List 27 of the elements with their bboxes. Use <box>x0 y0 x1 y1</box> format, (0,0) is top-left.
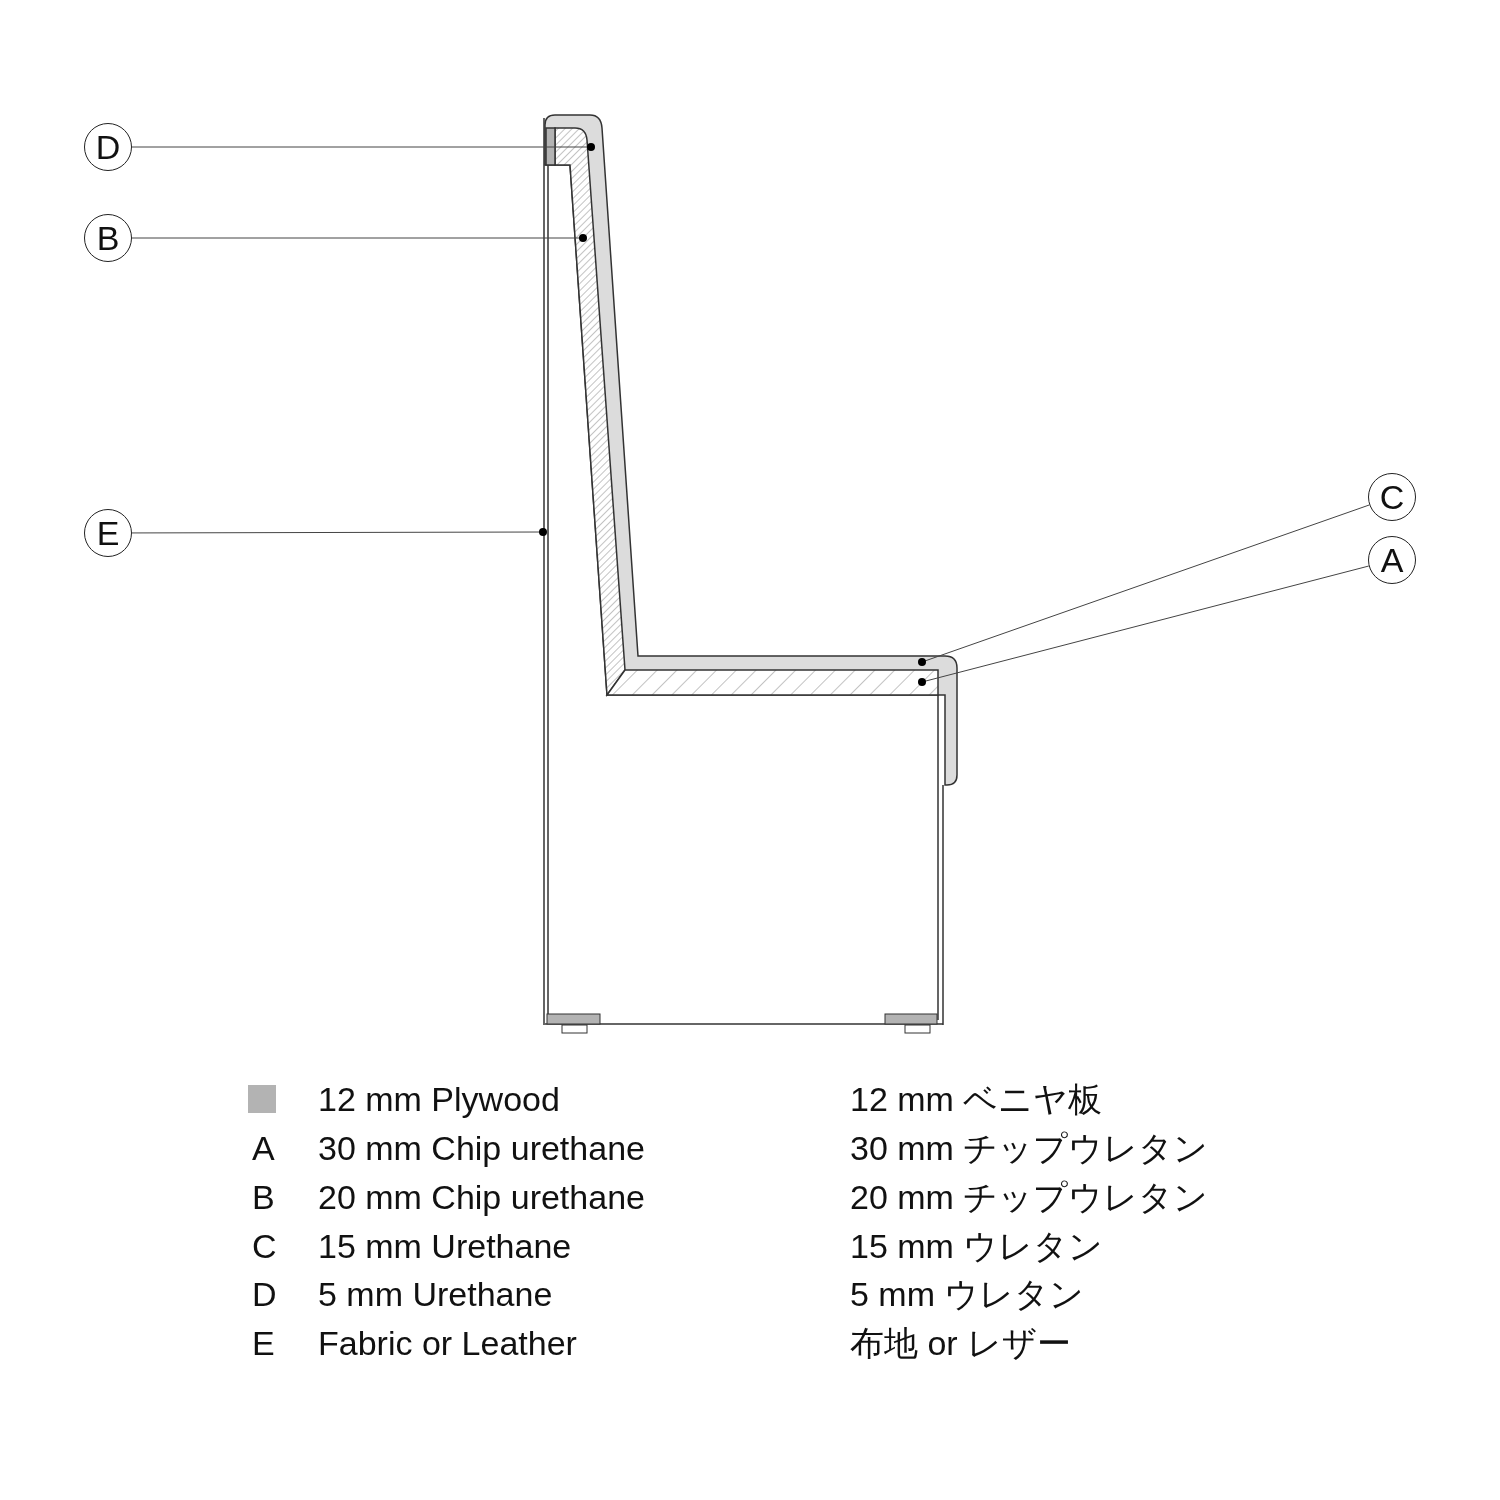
leader-line <box>918 504 1370 666</box>
callout-letter: B <box>84 214 132 262</box>
table-text: Fabric or Leather <box>318 1323 577 1363</box>
table-text: 12 mm ベニヤ板 <box>850 1079 1103 1119</box>
table-text: 30 mm Chip urethane <box>318 1128 645 1168</box>
callout-letter: C <box>1368 473 1416 521</box>
table-text: E <box>252 1323 275 1363</box>
leader-line <box>918 565 1370 686</box>
table-text: C <box>252 1226 277 1266</box>
table-text: 15 mm Urethane <box>318 1226 572 1266</box>
callout-letter: A <box>1368 536 1416 584</box>
table-text: 30 mm チップウレタン <box>850 1128 1209 1168</box>
table-text: 20 mm チップウレタン <box>850 1177 1209 1217</box>
table-text: 20 mm Chip urethane <box>318 1177 645 1217</box>
table-text: A <box>252 1128 275 1168</box>
table-text: D <box>252 1274 277 1314</box>
table-text: 5 mm Urethane <box>318 1274 553 1314</box>
callout-letter: D <box>84 123 132 171</box>
table-text: 15 mm ウレタン <box>850 1226 1104 1266</box>
callout-letter: E <box>84 509 132 557</box>
leader-line <box>131 143 595 151</box>
legend-label: 12 mm Plywood <box>318 1079 560 1119</box>
table-text: B <box>252 1177 275 1217</box>
table-text: 5 mm ウレタン <box>850 1274 1085 1314</box>
leader-line <box>131 234 587 242</box>
leader-line <box>131 528 547 536</box>
table-text: 布地 or レザー <box>850 1323 1072 1363</box>
